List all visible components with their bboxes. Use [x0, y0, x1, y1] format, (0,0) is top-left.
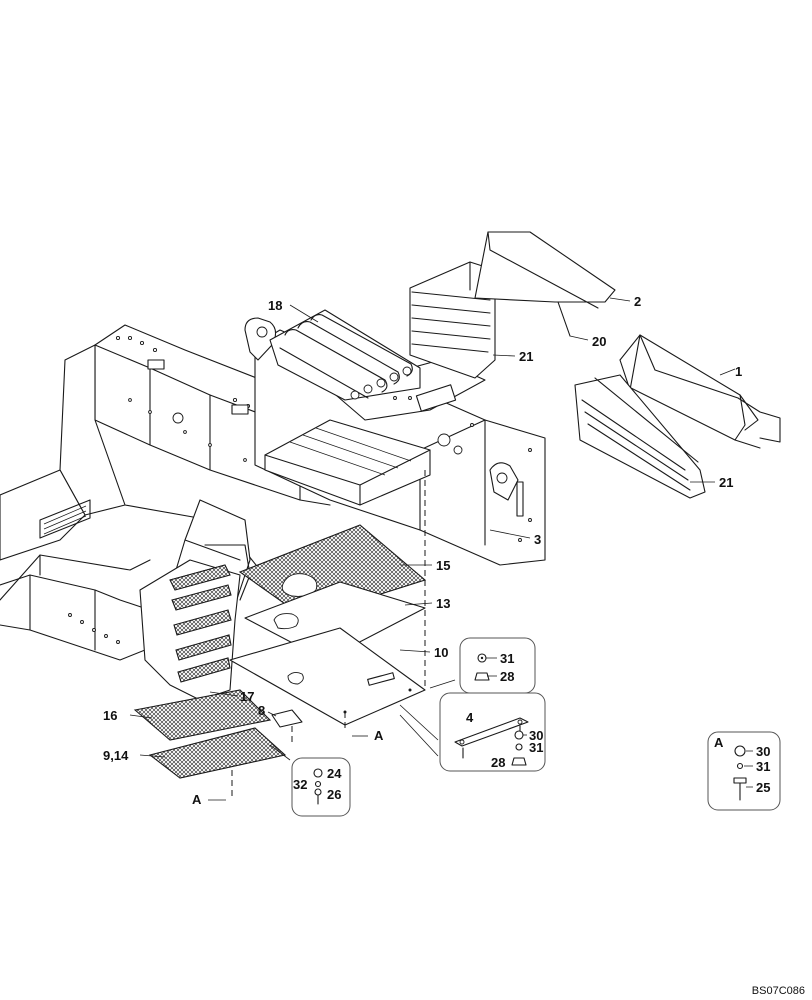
callout-10: 10 — [434, 645, 448, 660]
callout-20: 20 — [592, 334, 606, 349]
callout-4: 4 — [466, 710, 474, 725]
callout-1: 1 — [735, 364, 742, 379]
assembly-lines — [231, 470, 426, 800]
section-mark-a-step: A — [192, 792, 202, 807]
callout-24: 24 — [327, 766, 342, 781]
callout-30-inset2: 30 — [529, 728, 543, 743]
ladder-treads — [169, 564, 232, 683]
callout-31-inset2: 31 — [529, 740, 543, 755]
part-3-tray — [264, 419, 431, 506]
callout-16: 16 — [103, 708, 117, 723]
hardware-inset-4-30-31-28 — [399, 692, 546, 772]
callout-3: 3 — [534, 532, 541, 547]
callout-2: 2 — [634, 294, 641, 309]
part-21-lower-louver — [574, 374, 706, 499]
callout-18: 18 — [268, 298, 282, 313]
callout-21-lower: 21 — [719, 475, 733, 490]
callout-15: 15 — [436, 558, 450, 573]
callout-28-inset2: 28 — [491, 755, 505, 770]
part-16-step-mesh — [133, 689, 272, 741]
callout-30-detail: 30 — [756, 744, 770, 759]
callout-8: 8 — [258, 703, 265, 718]
part-9-14-step-mesh — [148, 727, 287, 779]
section-markers: A A — [192, 728, 384, 807]
callout-32: 32 — [293, 777, 307, 792]
drawing-reference: BS07C086 — [752, 985, 805, 997]
housing-bolts — [393, 396, 532, 542]
callout-9-14: 9,14 — [103, 748, 129, 763]
callout-21-upper: 21 — [519, 349, 533, 364]
callout-labels: 1 2 20 21 21 18 3 15 13 10 17 16 8 9,14 … — [103, 294, 770, 802]
callout-31-detail: 31 — [756, 759, 770, 774]
callout-leaders — [129, 297, 736, 758]
step-ladder — [139, 544, 251, 701]
callout-28-inset1: 28 — [500, 669, 514, 684]
lower-rail-bolts — [68, 613, 120, 644]
guard-ribs — [279, 314, 413, 400]
callout-31-inset1: 31 — [500, 651, 514, 666]
part-18-guard — [269, 309, 421, 401]
detail-a-label: A — [714, 735, 724, 750]
part-13-plate — [244, 581, 426, 661]
callout-13: 13 — [436, 596, 450, 611]
detail-inset-a — [707, 731, 781, 811]
part-21-upper-louver — [409, 261, 496, 379]
section-mark-a-plate: A — [374, 728, 384, 743]
callout-26: 26 — [327, 787, 341, 802]
part-2-cover — [474, 231, 616, 337]
callout-17: 17 — [240, 689, 254, 704]
part-10-plate — [229, 627, 426, 726]
part-8-plate — [271, 709, 303, 728]
hardware-inset-32-24-26 — [269, 744, 351, 817]
callout-25: 25 — [756, 780, 770, 795]
